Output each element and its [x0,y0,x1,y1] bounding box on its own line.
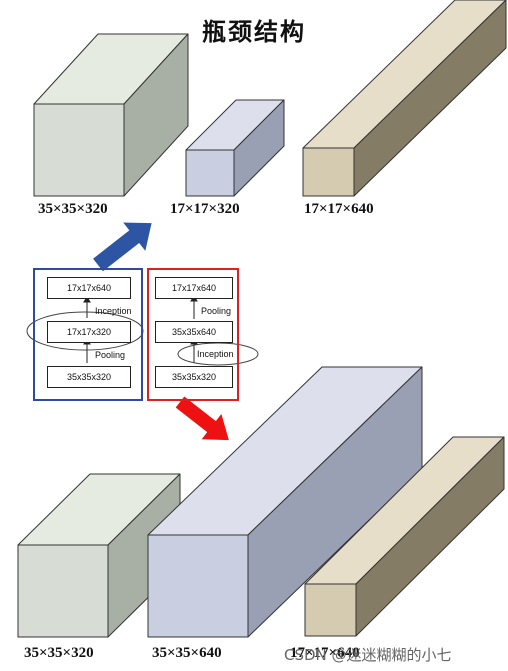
top-block-17x17x320 [185,99,285,197]
bottom-block-35x35x320 [17,473,181,638]
left-edge-label-top: Inception [95,306,132,316]
right-panel-highlight-ellipse [177,342,259,366]
left-edge-label-bottom: Pooling [95,350,126,360]
left-panel-highlight-ellipse [26,311,144,351]
top-block-label-1: 35×35×320 [38,201,108,217]
bottom-block-35x35x640 [147,366,423,638]
right-edge-label-bottom: Inception [197,349,234,359]
left-node-middle: 17x17x320 [47,321,131,343]
top-block-17x17x640 [302,0,507,197]
diagram-title: 瓶颈结构 [202,17,306,46]
bottom-block-17x17x640 [304,436,505,637]
watermark: CSDN @迷迷糊糊的小七 [284,646,452,664]
top-block-label-3: 17×17×640 [304,201,374,217]
bottom-block-label-1: 35×35×320 [24,645,94,661]
right-node-bottom: 35x35x320 [155,366,233,388]
red-arrow [175,396,229,441]
left-inception-panel: 17x17x640 17x17x320 35x35x320 Inception … [33,268,143,401]
top-block-35x35x320 [33,33,189,197]
top-block-label-2: 17×17×320 [170,201,240,217]
left-node-bottom: 35x35x320 [47,366,131,388]
right-node-top: 17x17x640 [155,277,233,299]
left-node-top: 17x17x640 [47,277,131,299]
right-inception-panel: 17x17x640 35x35x640 35x35x320 Pooling In… [147,268,239,401]
bottom-block-label-2: 35×35×640 [152,645,222,661]
blue-arrow [93,222,152,272]
right-node-middle: 35x35x640 [155,321,233,343]
bottom-block-label-3: 17×17×640 [290,645,360,661]
right-edge-label-top: Pooling [201,306,232,316]
